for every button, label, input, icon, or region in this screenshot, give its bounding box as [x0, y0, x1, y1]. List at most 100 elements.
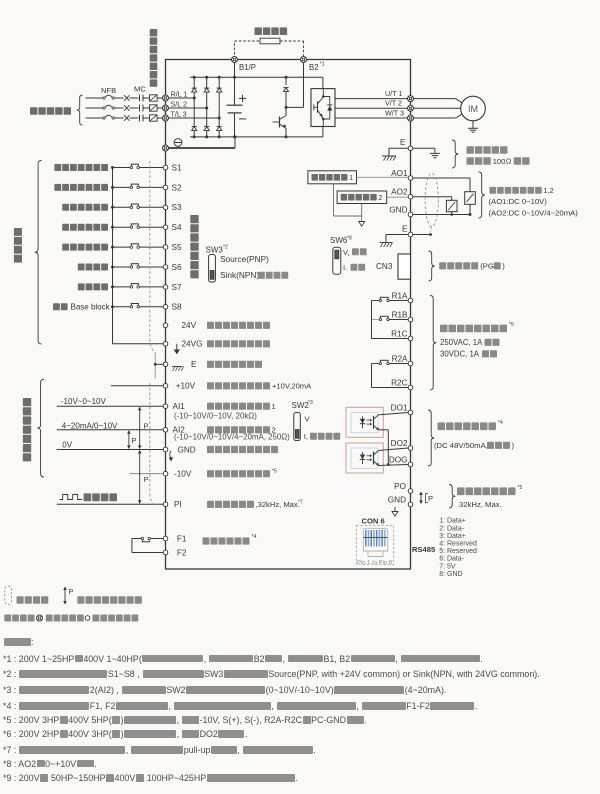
svg-text:): )	[502, 262, 505, 271]
svg-text:100: 100	[493, 157, 506, 166]
svg-text:AO1: AO1	[391, 169, 408, 178]
svg-text:B1/P: B1/P	[239, 63, 256, 72]
svg-text:(-10~10V/0~10V/4~20mA, 250Ω): (-10~10V/0~10V/4~20mA, 250Ω)	[174, 433, 290, 442]
svg-text:B2: B2	[309, 63, 319, 72]
svg-text:CON 6: CON 6	[362, 517, 385, 526]
svg-text:V/T 2: V/T 2	[385, 99, 402, 108]
svg-text:1: 1	[272, 402, 276, 411]
svg-text:F2: F2	[177, 548, 187, 557]
svg-text:*8: *8	[347, 236, 352, 242]
svg-text:2: Data-: 2: Data-	[439, 525, 465, 532]
svg-text:24V: 24V	[182, 321, 197, 330]
svg-text:V: V	[305, 415, 311, 424]
svg-text:I,: I,	[304, 432, 308, 441]
svg-text:P: P	[144, 422, 149, 431]
svg-text:4~20mA/0~10V: 4~20mA/0~10V	[62, 422, 118, 431]
svg-text:*5: *5	[518, 485, 523, 491]
svg-text:*7: *7	[298, 499, 303, 505]
svg-text:6: Data-: 6: Data-	[439, 556, 465, 563]
svg-text:S/L 2: S/L 2	[171, 99, 188, 108]
svg-text:SW3: SW3	[206, 245, 224, 254]
svg-text:): )	[512, 441, 515, 450]
svg-text:7: 5V: 7: 5V	[439, 563, 456, 570]
svg-text:250VAC, 1A: 250VAC, 1A	[440, 338, 483, 347]
svg-text:Ω: Ω	[506, 157, 512, 166]
svg-text:8: GND: 8: GND	[439, 571, 462, 578]
svg-text:R2C: R2C	[391, 378, 407, 387]
svg-text:1: 1	[349, 173, 353, 182]
svg-text:S7: S7	[172, 283, 182, 292]
svg-text:F1: F1	[177, 534, 187, 543]
svg-text:P: P	[132, 436, 137, 445]
svg-text:W/T 3: W/T 3	[385, 108, 404, 117]
svg-text:Pin 1 to Pin 8: Pin 1 to Pin 8	[357, 560, 393, 566]
svg-text:-10V~0~10V: -10V~0~10V	[61, 397, 107, 406]
svg-text:U/T 1: U/T 1	[385, 89, 402, 98]
svg-text:*5: *5	[509, 322, 514, 328]
svg-text:CN3: CN3	[376, 262, 393, 271]
svg-text:Source(PNP): Source(PNP)	[220, 254, 269, 264]
svg-text:5: Reserved: 5: Reserved	[439, 548, 477, 555]
svg-text:IM: IM	[468, 104, 478, 114]
svg-text:*2: *2	[223, 245, 228, 251]
svg-text:E: E	[400, 138, 405, 147]
svg-text:S5: S5	[172, 243, 182, 252]
svg-text:GND: GND	[389, 205, 407, 214]
svg-text:S1: S1	[172, 163, 182, 172]
svg-text:S3: S3	[172, 203, 182, 212]
svg-text:MC: MC	[134, 85, 146, 94]
svg-text:DO1: DO1	[391, 403, 408, 412]
svg-text:*5: *5	[272, 469, 277, 475]
svg-text:NFB: NFB	[101, 86, 116, 95]
svg-text:V,: V,	[343, 248, 349, 257]
svg-text:0V: 0V	[62, 440, 72, 449]
svg-text:(AO2:DC 0~10V/4~20mA): (AO2:DC 0~10V/4~20mA)	[489, 209, 579, 218]
svg-text:(PG: (PG	[480, 262, 494, 271]
svg-text:S8: S8	[172, 303, 182, 312]
svg-text:,32kHz, Max.: ,32kHz, Max.	[256, 500, 300, 509]
svg-text:(AO1:DC 0~10V): (AO1:DC 0~10V)	[489, 197, 548, 206]
svg-text:R/L 1: R/L 1	[171, 89, 188, 98]
svg-text:GND: GND	[388, 496, 406, 505]
svg-text:E: E	[191, 360, 197, 369]
svg-text:30VDC, 1A: 30VDC, 1A	[440, 350, 480, 359]
svg-text:SW2: SW2	[292, 401, 310, 410]
svg-text:R1A: R1A	[392, 291, 408, 300]
svg-text:24VG: 24VG	[182, 340, 203, 349]
svg-text:R1B: R1B	[392, 310, 408, 319]
svg-text:(-10~10V/0~10V, 20kΩ): (-10~10V/0~10V, 20kΩ)	[174, 411, 257, 420]
svg-text:I.: I.	[343, 263, 347, 272]
svg-text:SW6: SW6	[330, 236, 348, 245]
svg-text:2: 2	[272, 426, 276, 435]
svg-text:T/L 3: T/L 3	[171, 109, 187, 118]
svg-text:*4: *4	[252, 534, 257, 540]
svg-text:GND: GND	[178, 445, 196, 454]
svg-text:Sink(NPN),: Sink(NPN),	[220, 270, 262, 280]
svg-text:4: Reserved: 4: Reserved	[439, 541, 477, 548]
svg-text:1,2: 1,2	[543, 186, 554, 195]
svg-text:S6: S6	[172, 263, 182, 272]
svg-text:S2: S2	[172, 183, 182, 192]
svg-text:P: P	[428, 494, 433, 503]
svg-text:RS485: RS485	[412, 545, 436, 554]
svg-text:(DC 48V/50mA,: (DC 48V/50mA,	[434, 441, 488, 450]
svg-text:1: Data+: 1: Data+	[439, 518, 466, 525]
svg-text:P: P	[69, 587, 74, 596]
svg-text:32kHz, Max.: 32kHz, Max.	[459, 500, 502, 509]
svg-text:*4: *4	[498, 420, 503, 426]
svg-text:DOG: DOG	[389, 455, 408, 464]
svg-text:AO2: AO2	[391, 188, 408, 197]
svg-text:DO2: DO2	[391, 439, 408, 448]
svg-text:-10V: -10V	[174, 470, 192, 479]
svg-text:2: 2	[378, 193, 382, 202]
svg-text:+10V,20mA: +10V,20mA	[272, 382, 312, 391]
svg-text:+10V: +10V	[176, 382, 196, 391]
svg-text:S4: S4	[172, 223, 182, 232]
svg-text:R2A: R2A	[392, 354, 408, 363]
svg-text:R1C: R1C	[391, 329, 407, 338]
svg-text:3: Data+: 3: Data+	[439, 533, 466, 540]
svg-text:E: E	[402, 225, 408, 234]
svg-text:Base block: Base block	[71, 303, 111, 312]
svg-text:PI: PI	[174, 500, 182, 509]
svg-text:*1: *1	[320, 62, 325, 68]
